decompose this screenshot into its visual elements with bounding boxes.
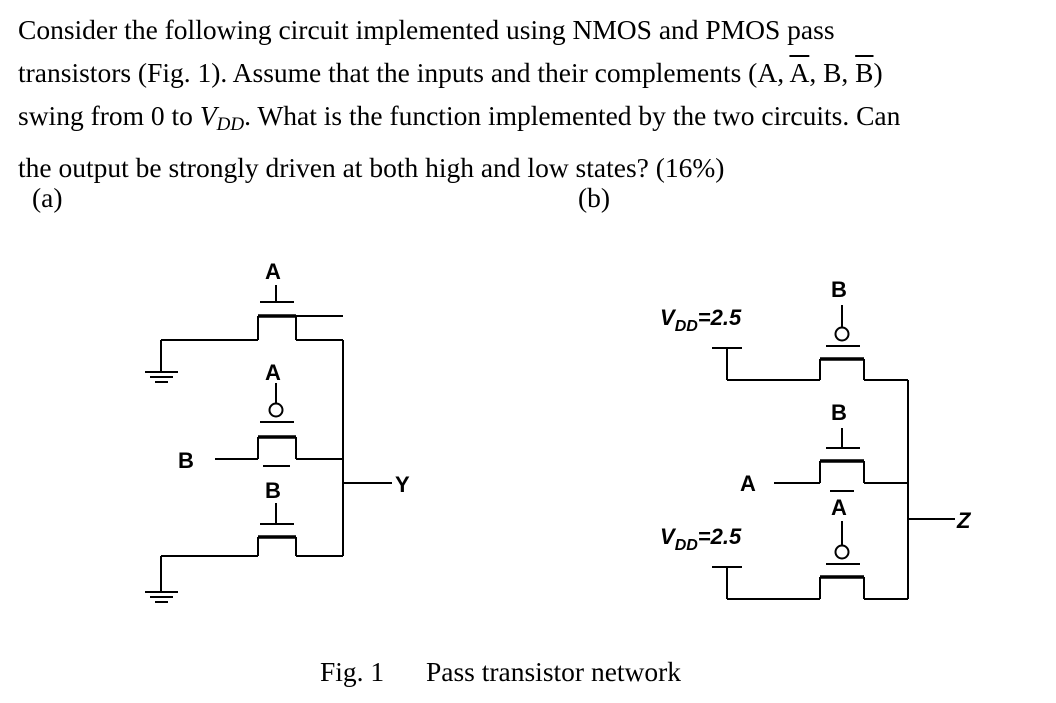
circuit-b: VDD=2.5 VDD=2.5 B B A A Z <box>660 277 972 600</box>
question-line-1: Consider the following circuit implement… <box>18 14 835 45</box>
nmos-transistor-a1 <box>257 285 343 340</box>
nmos-transistor-b2 <box>819 428 865 483</box>
question-text: Consider the following circuit implement… <box>18 8 1048 189</box>
figure-number: Fig. 1 <box>320 656 385 687</box>
gate-label-a-mid: A <box>265 360 281 385</box>
question-line-4: the output be strongly driven at both hi… <box>18 152 725 183</box>
vdd-label-bottom: VDD=2.5 <box>660 524 742 554</box>
pmos-transistor-b1 <box>819 305 865 380</box>
input-label-b: B <box>178 448 194 473</box>
question-line-2: transistors (Fig. 1). Assume that the in… <box>18 51 1048 94</box>
vdd-label-top: VDD=2.5 <box>660 305 742 335</box>
ground-symbol-top <box>145 340 178 383</box>
circuit-a: A A B B Y <box>145 259 410 603</box>
b-complement-symbol: B <box>855 57 874 88</box>
subfigure-a-label: (a) <box>32 182 63 213</box>
vdd-supply-top <box>712 347 820 381</box>
vdd-supply-bottom <box>712 566 820 600</box>
figure-title: Pass transistor network <box>425 656 682 687</box>
output-label-y: Y <box>395 472 410 497</box>
question-line-2-end: ) <box>873 57 883 88</box>
vdd-subscript: DD <box>216 114 245 135</box>
gate-label-b-mid: B <box>831 400 847 425</box>
input-label-a: A <box>740 471 756 496</box>
question-line-2-middle: , B, <box>809 57 856 88</box>
question-line-2-start: transistors (Fig. 1). Assume that the in… <box>18 57 790 88</box>
gate-label-a-bar: A <box>831 495 847 520</box>
ground-symbol-bottom <box>145 556 178 603</box>
question-line-3-end: . What is the function implemented by th… <box>244 100 901 131</box>
pmos-transistor-a2 <box>257 383 297 459</box>
gate-label-b-top: B <box>831 277 847 302</box>
gate-label-a-top: A <box>265 259 281 284</box>
a-complement-symbol: A <box>789 57 810 88</box>
gate-label-b-bar: B <box>265 478 281 503</box>
subfigure-b-label: (b) <box>578 182 611 213</box>
vdd-symbol: V <box>199 100 217 131</box>
nmos-transistor-a3 <box>257 465 297 556</box>
output-label-z: Z <box>956 508 972 533</box>
pmos-transistor-b3 <box>819 490 865 599</box>
question-line-3-start: swing from 0 to <box>18 100 200 131</box>
figure-caption: Fig. 1 Pass transistor network <box>320 656 681 688</box>
question-line-3: swing from 0 to VDD. What is the functio… <box>18 94 1048 146</box>
